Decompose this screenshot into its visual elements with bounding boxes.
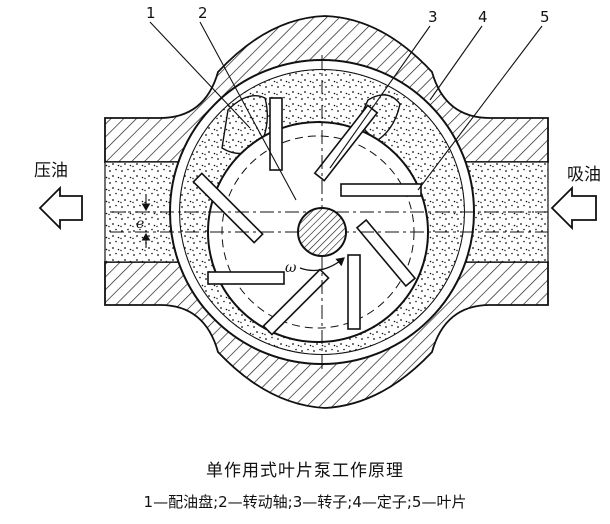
vane (313, 104, 379, 182)
vane (340, 183, 422, 197)
discharge-label: 压油 (34, 161, 68, 181)
eccentricity-symbol: e (136, 216, 144, 232)
part-label-3: 3 (428, 8, 438, 26)
vane (347, 254, 361, 330)
leader-line-3 (329, 25, 431, 169)
leader-line-5 (417, 25, 543, 191)
rotation-arrow (299, 257, 345, 271)
part-label-4: 4 (478, 8, 488, 26)
caption-legend: 1—配油盘;2—转动轴;3—转子;4—定子;5—叶片 (143, 493, 467, 511)
suction-label: 吸油 (567, 165, 601, 185)
vane (355, 218, 417, 288)
outflow-arrow-icon (38, 185, 83, 231)
leader-line-1 (149, 21, 251, 129)
vane (207, 271, 285, 285)
vane (262, 268, 330, 336)
part-label-2: 2 (198, 4, 208, 22)
leader-line-2 (199, 21, 297, 201)
vane (269, 97, 283, 171)
caption-title: 单作用式叶片泵工作原理 (206, 461, 404, 481)
inflow-arrow-icon (550, 185, 597, 231)
leader-line-4 (429, 25, 483, 101)
angular-velocity-symbol: ω (285, 260, 297, 276)
vanes (192, 97, 422, 336)
drive-shaft (297, 207, 347, 257)
part-label-5: 5 (540, 8, 550, 26)
part-label-1: 1 (146, 4, 156, 22)
